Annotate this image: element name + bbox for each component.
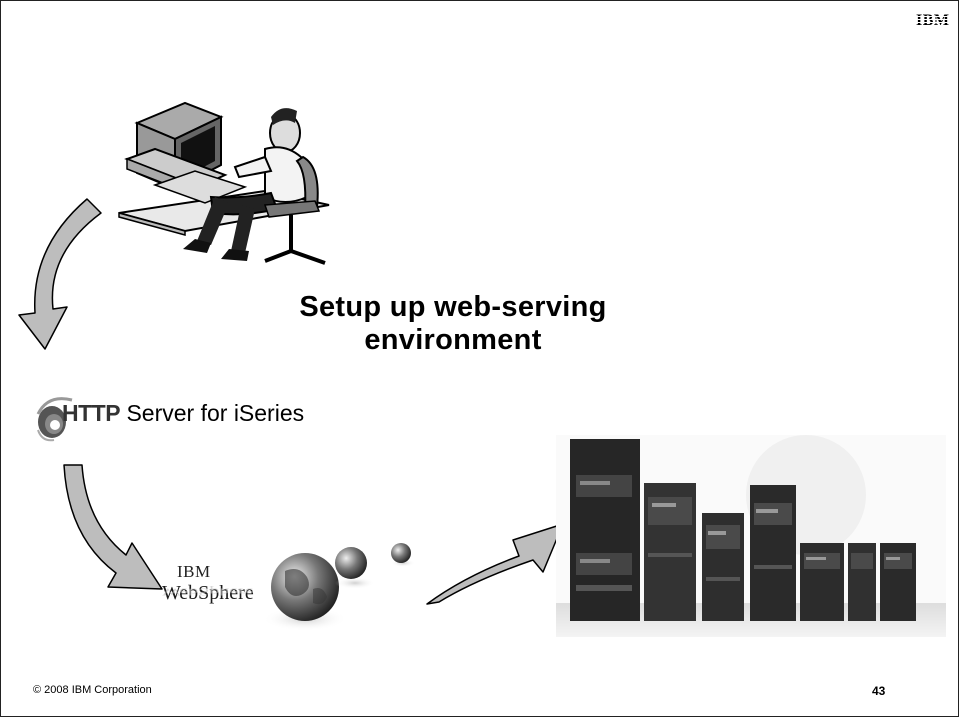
websphere-ibm-text: IBM <box>177 562 211 581</box>
globe-icon <box>263 543 415 631</box>
person-at-computer-illustration <box>118 101 330 265</box>
http-server-swirl-icon <box>36 397 73 442</box>
http-server-text: Server for iSeries <box>126 400 305 426</box>
copyright-text: © 2008 IBM Corporation <box>33 684 152 696</box>
curved-arrow-down-icon <box>18 198 102 350</box>
ibm-logo-icon: IBM <box>916 11 950 32</box>
curved-arrow-up-right-icon <box>426 523 564 605</box>
iseries-servers-photo <box>556 435 946 637</box>
slide-title-line-2: environment <box>364 324 542 356</box>
page-number: 43 <box>872 684 886 698</box>
slide-title-line-1: Setup up web-serving <box>299 291 607 323</box>
http-brand: HTTP <box>62 400 121 426</box>
curved-arrow-down-icon <box>63 464 163 590</box>
http-server-label: HTTP Server for iSeries <box>62 400 304 427</box>
websphere-label: WebSphere <box>162 582 254 604</box>
slide-title: Setup up web-serving environment <box>233 291 673 357</box>
